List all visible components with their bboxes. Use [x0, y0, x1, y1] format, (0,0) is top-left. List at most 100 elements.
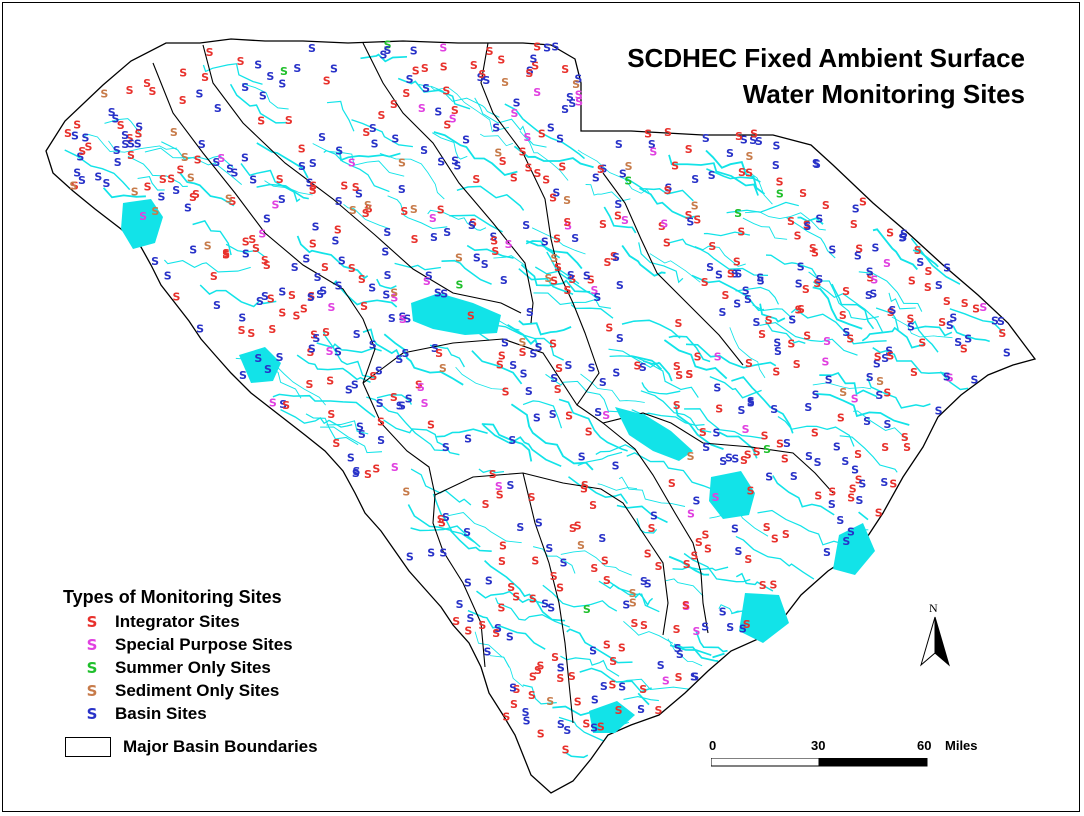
basin-site-marker: S [398, 183, 406, 196]
river-segment [379, 152, 445, 200]
integrator-site-marker: S [85, 141, 93, 154]
special-purpose-site-marker: S [742, 423, 750, 436]
basin-site-marker: S [358, 428, 366, 441]
scale-tick-0: 0 [709, 738, 717, 753]
integrator-site-marker: S [770, 579, 778, 592]
river-segment [326, 100, 355, 132]
coastal-marsh-3 [589, 701, 635, 733]
integrator-site-marker: S [499, 155, 507, 168]
river-segment [467, 609, 546, 650]
river-segment [812, 286, 863, 330]
integrator-site-marker: S [886, 227, 894, 240]
basin-site-marker: S [351, 378, 359, 391]
river-segment [360, 53, 408, 63]
integrator-site-marker: S [610, 250, 618, 263]
basin-site-marker: S [456, 598, 464, 611]
integrator-site-marker: S [322, 326, 330, 339]
basin-site-marker: S [383, 226, 391, 239]
integrator-site-marker: S [73, 118, 81, 131]
basin-site-marker: S [507, 479, 515, 492]
basin-site-marker: S [307, 291, 315, 304]
river-segment [718, 431, 758, 459]
basin-site-marker: S [872, 241, 880, 254]
integrator-site-marker: S [866, 271, 874, 284]
coastal-marsh-2 [739, 593, 789, 643]
basin-site-marker: S [371, 137, 379, 150]
basin-site-marker: S [338, 255, 346, 268]
basin-site-marker: S [375, 365, 383, 378]
integrator-site-marker: S [525, 162, 533, 175]
basin-site-marker: S [719, 606, 727, 619]
basin-site-marker: S [561, 103, 569, 116]
basin-site-marker: S [863, 415, 871, 428]
basin-site-marker: S [406, 550, 414, 563]
river-segment [566, 628, 633, 664]
special-purpose-site-marker: S [495, 480, 503, 493]
sediment-only-site-marker: S [204, 239, 212, 252]
basin-site-marker: S [103, 177, 111, 190]
basin-site-marker: S [836, 514, 844, 527]
river-segment [639, 187, 700, 219]
basin-site-marker: S [719, 455, 727, 468]
basin-site-marker: S [541, 597, 549, 610]
legend-item-sediment-only: S Sediment Only Sites [63, 679, 403, 702]
basin-site-marker: S [594, 406, 602, 419]
integrator-site-marker: S [377, 415, 385, 428]
integrator-site-marker: S [758, 328, 766, 341]
basin-site-marker: S [551, 40, 559, 53]
integrator-site-marker: S [822, 199, 830, 212]
basin-site-marker: S [434, 287, 442, 300]
basin-site-marker: S [566, 91, 574, 104]
integrator-site-marker: S [663, 237, 671, 250]
basin-site-marker: S [773, 336, 781, 349]
basin-site-marker: S [335, 145, 343, 158]
basin-site-marker: S [854, 249, 862, 262]
basin-boundary-salkehatchie-inner [522, 472, 574, 724]
integrator-site-marker: S [686, 368, 694, 381]
integrator-site-marker: S [682, 599, 690, 612]
basin-site-marker: S [885, 345, 893, 358]
integrator-site-marker: S [499, 540, 507, 553]
basin-site-marker: S [674, 642, 682, 655]
integrator-site-marker: S [149, 85, 157, 98]
river-segment [595, 444, 636, 455]
basin-site-marker: S [108, 106, 116, 119]
special-purpose-site-marker: S [575, 95, 583, 108]
basin-site-marker: S [259, 90, 267, 103]
river-segment [137, 175, 165, 191]
basin-site-marker: S [451, 154, 459, 167]
river-segment [598, 580, 660, 613]
integrator-site-marker: S [908, 275, 916, 288]
integrator-site-marker: S [307, 346, 315, 359]
river-segment [910, 237, 961, 285]
basin-site-marker: S [943, 371, 951, 384]
basin-site-marker: S [858, 478, 866, 491]
basin-site-marker: S [316, 288, 324, 301]
integrator-site-marker: S [64, 127, 72, 140]
river-segment [912, 249, 939, 268]
basin-site-marker: S [189, 244, 197, 257]
integrator-site-marker: S [961, 297, 969, 310]
integrator-site-marker: S [694, 351, 702, 364]
basin-site-marker: S [439, 547, 447, 560]
basin-site-marker: S [852, 202, 860, 215]
integrator-site-marker: S [288, 289, 296, 302]
integrator-site-marker: S [797, 303, 805, 316]
special-purpose-site-marker: S [851, 392, 859, 405]
river-segment [525, 239, 583, 270]
integrator-site-marker: S [675, 671, 683, 684]
summer-only-site-marker: S [624, 174, 632, 187]
river-segment [772, 475, 835, 516]
basin-site-marker: S [525, 385, 533, 398]
integrator-site-marker: S [498, 555, 506, 568]
basin-site-marker: S [851, 463, 859, 476]
river-segment [546, 251, 600, 301]
river-segment [427, 209, 487, 231]
river-segment [888, 292, 916, 310]
special-purpose-site-marker: S [328, 301, 336, 314]
basin-site-marker: S [749, 134, 757, 147]
river-segment [108, 140, 178, 153]
integrator-site-marker: S [306, 378, 314, 391]
river-segment [726, 201, 799, 214]
basin-site-marker: S [614, 198, 622, 211]
